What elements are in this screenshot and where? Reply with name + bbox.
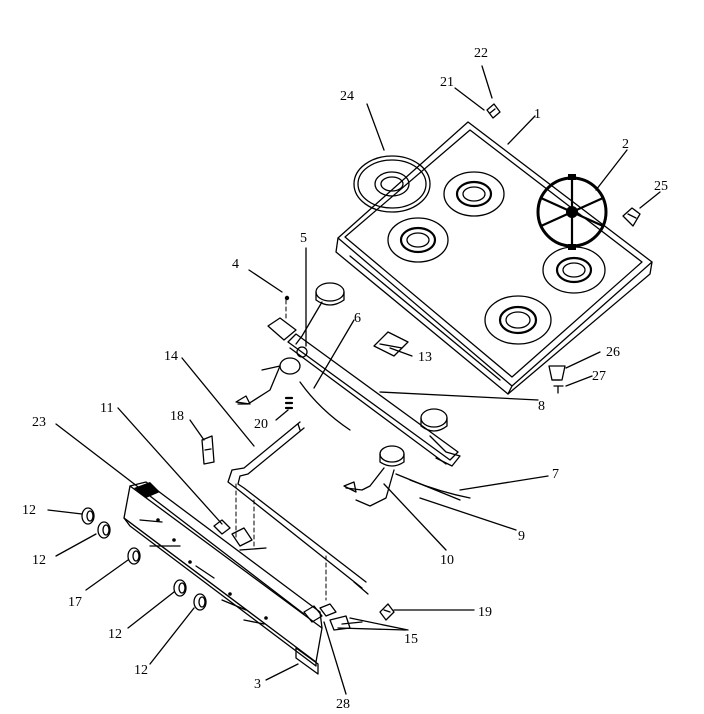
callout-12-a: 12 (22, 503, 36, 518)
callout-1: 1 (534, 107, 541, 122)
callout-labels: 1 2 22 21 24 25 26 27 4 5 6 13 14 8 7 9 … (22, 46, 668, 712)
callout-8: 8 (538, 399, 545, 414)
burner-pan (387, 217, 449, 263)
burner-pans (387, 171, 606, 345)
callout-9: 9 (518, 529, 525, 544)
callout-18: 18 (170, 409, 184, 424)
burner-pan (542, 246, 606, 294)
callout-15: 15 (404, 632, 418, 647)
callout-26: 26 (606, 345, 620, 360)
callout-21: 21 (440, 75, 454, 90)
callout-23: 23 (32, 415, 46, 430)
burner-grate (536, 174, 608, 250)
valve-cluster (213, 519, 267, 551)
manifold-assembly (235, 282, 471, 507)
callout-27: 27 (592, 369, 606, 384)
gas-pipe (227, 421, 369, 595)
control-knob (127, 547, 141, 565)
callout-6: 6 (354, 311, 361, 326)
callout-12-c: 12 (108, 627, 122, 642)
callout-22: 22 (474, 46, 488, 61)
burner-pan (443, 171, 505, 217)
callout-10: 10 (440, 553, 454, 568)
callout-20: 20 (254, 417, 268, 432)
callout-5: 5 (300, 231, 307, 246)
callout-2: 2 (622, 137, 629, 152)
lower-hardware (303, 603, 395, 631)
control-knobs (81, 507, 207, 611)
bracket-18 (201, 435, 215, 465)
callout-12-d: 12 (134, 663, 148, 678)
control-knob (81, 507, 95, 525)
leader-lines (47, 65, 661, 695)
burner-pan (484, 295, 552, 345)
callout-25: 25 (654, 179, 668, 194)
callout-4: 4 (232, 257, 239, 272)
control-panel (123, 481, 323, 675)
callout-28: 28 (336, 697, 350, 712)
callout-3: 3 (254, 677, 261, 692)
callout-24: 24 (340, 89, 354, 104)
control-knob (193, 593, 207, 611)
callout-19: 19 (478, 605, 492, 620)
callout-17: 17 (68, 595, 82, 610)
guide-lines (235, 299, 327, 601)
callout-11: 11 (100, 401, 113, 416)
control-knob (173, 579, 187, 597)
control-knob (97, 521, 111, 539)
callout-13: 13 (418, 350, 432, 365)
cooktop (335, 121, 653, 395)
small-hardware (486, 103, 641, 394)
callout-12-b: 12 (32, 553, 46, 568)
drip-pan (353, 155, 431, 213)
callout-14: 14 (164, 349, 178, 364)
callout-7: 7 (552, 467, 559, 482)
